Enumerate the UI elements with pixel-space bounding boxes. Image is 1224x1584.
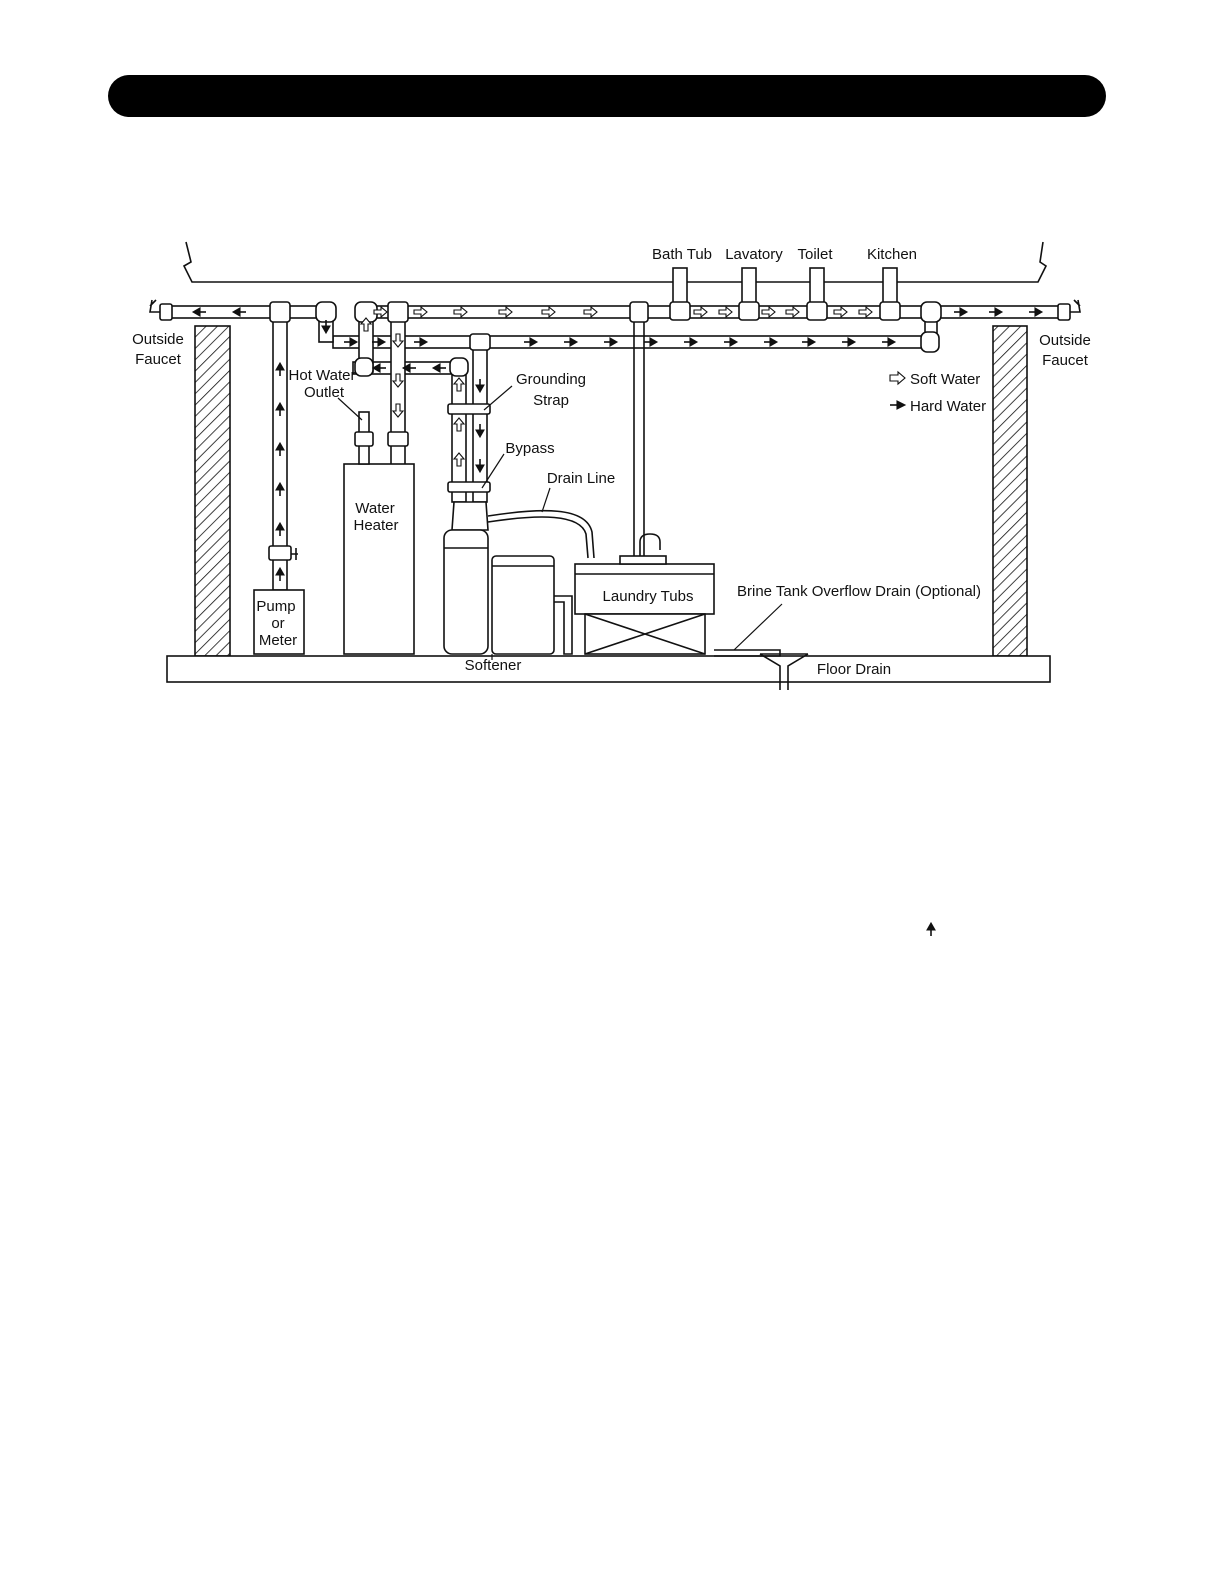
faucet-left-icon xyxy=(150,300,172,320)
label-grounding-strap-2: Strap xyxy=(533,392,569,409)
label-brine-overflow: Brine Tank Overflow Drain (Optional) xyxy=(737,583,981,600)
left-wall xyxy=(195,326,230,656)
label-hot-water-outlet-2: Outlet xyxy=(304,384,345,401)
label-pump-3: Meter xyxy=(259,632,297,649)
faucet-right-icon xyxy=(1058,300,1080,320)
hard-water-legend-icon xyxy=(890,401,905,409)
label-pump-2: or xyxy=(271,615,284,632)
label-grounding-strap-1: Grounding xyxy=(516,371,586,388)
label-outside-faucet-left-2: Faucet xyxy=(135,351,182,368)
label-toilet: Toilet xyxy=(797,246,833,263)
label-bath-tub: Bath Tub xyxy=(652,246,712,263)
label-outside-faucet-left-1: Outside xyxy=(132,331,184,348)
label-outside-faucet-right-1: Outside xyxy=(1039,332,1091,349)
floor-slab xyxy=(167,656,1050,682)
label-hot-water-outlet-1: Hot Water xyxy=(289,367,356,384)
label-outside-faucet-right-2: Faucet xyxy=(1042,352,1089,369)
legend-hard-water: Hard Water xyxy=(910,398,986,415)
label-kitchen: Kitchen xyxy=(867,246,917,263)
right-wall xyxy=(993,326,1027,656)
hard-water-arrow xyxy=(927,923,935,936)
brine-tank xyxy=(492,556,554,654)
softener-tank xyxy=(444,502,488,654)
label-floor-drain: Floor Drain xyxy=(817,661,891,678)
label-bypass: Bypass xyxy=(505,440,554,457)
label-water-heater-1: Water xyxy=(355,500,394,517)
label-water-heater-2: Heater xyxy=(353,517,398,534)
label-drain-line: Drain Line xyxy=(547,470,615,487)
soft-water-legend-icon xyxy=(890,372,905,384)
legend-soft-water: Soft Water xyxy=(910,371,980,388)
legend: Soft Water Hard Water xyxy=(890,371,986,415)
brine-overflow-tube xyxy=(714,650,780,656)
label-softener: Softener xyxy=(465,657,522,674)
label-laundry-tubs: Laundry Tubs xyxy=(603,588,694,605)
label-pump-1: Pump xyxy=(256,598,295,615)
label-lavatory: Lavatory xyxy=(725,246,783,263)
